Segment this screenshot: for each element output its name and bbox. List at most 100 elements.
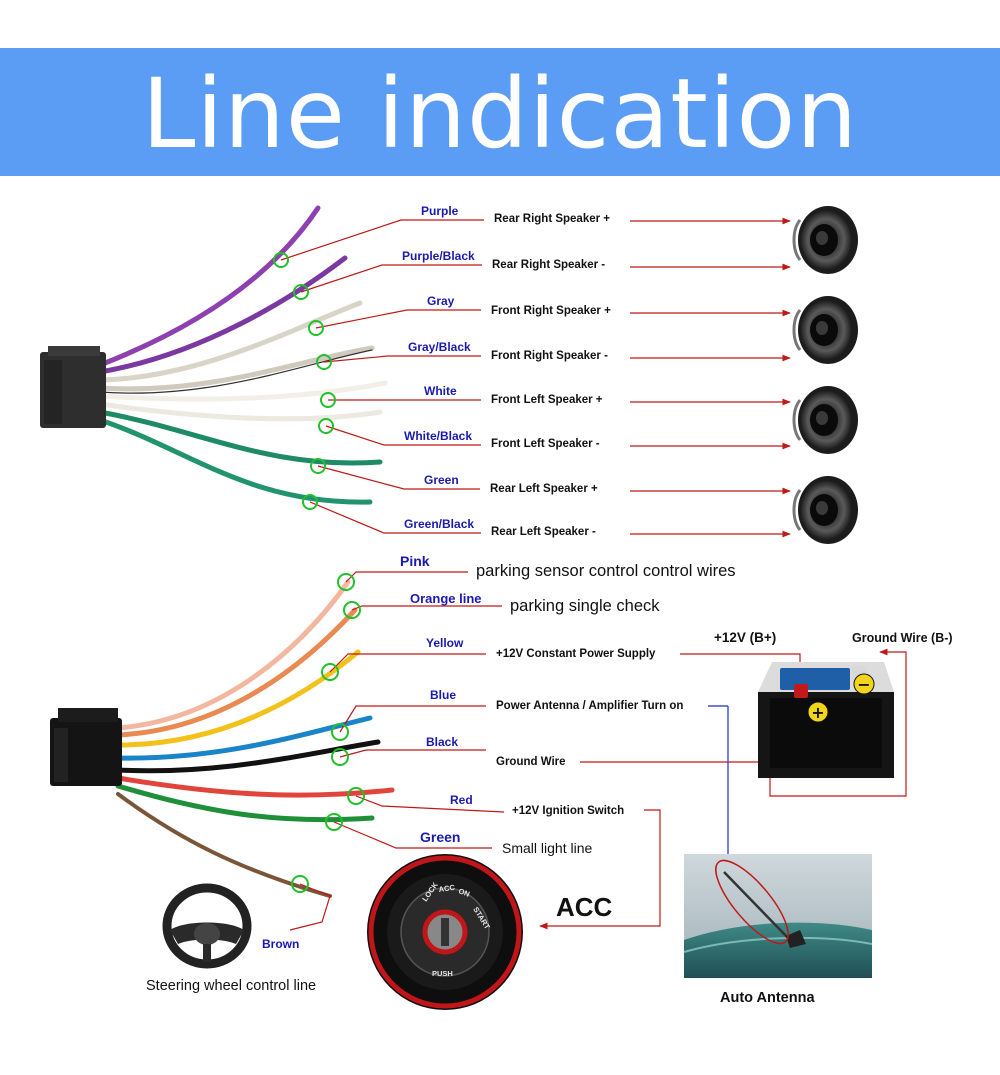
power-connector-face xyxy=(54,728,68,782)
wire-pink xyxy=(115,579,351,731)
function-label-black: Ground Wire xyxy=(496,756,566,768)
speaker-connector-top xyxy=(48,346,100,356)
wire-label-black: Black xyxy=(426,735,458,749)
leader-line xyxy=(309,501,481,534)
wire-label-blue: Blue xyxy=(430,688,456,702)
wire-white-black xyxy=(97,401,383,422)
power-leaders: Pink parking sensor control control wire… xyxy=(262,553,907,951)
wire-color-label: Green/Black xyxy=(404,517,474,531)
speaker-icon xyxy=(792,386,858,454)
wire-label-orange: Orange line xyxy=(410,591,482,606)
steering-caption: Steering wheel control line xyxy=(146,978,316,994)
speaker-function-label: Front Left Speaker - xyxy=(491,438,600,450)
svg-text:+: + xyxy=(811,703,824,722)
wire-label-pink: Pink xyxy=(400,553,430,569)
speakers xyxy=(792,206,858,544)
wire-gray-black xyxy=(97,345,375,392)
wire-color-label: Purple/Black xyxy=(402,249,475,263)
speaker-icon xyxy=(792,296,858,364)
wire-brown xyxy=(116,792,332,898)
speaker-function-label: Front Right Speaker + xyxy=(491,305,611,317)
speaker-connector-face xyxy=(44,360,62,424)
ignition-push: PUSH xyxy=(432,969,453,978)
function-label-yellow: +12V Constant Power Supply xyxy=(496,648,656,660)
speaker-function-label: Rear Left Speaker - xyxy=(491,526,596,538)
speaker-function-label: Rear Left Speaker + xyxy=(490,483,598,495)
function-label-orange: parking single check xyxy=(510,597,660,615)
leader-line xyxy=(280,219,484,261)
function-label-blue: Power Antenna / Amplifier Turn on xyxy=(496,700,683,712)
ignition-acc: ACC xyxy=(438,883,456,894)
leader-line xyxy=(315,309,481,329)
battery-positive-label: +12V (B+) xyxy=(714,630,776,645)
wire-marker xyxy=(308,320,324,336)
wire-marker xyxy=(273,252,289,268)
wire-green-light xyxy=(115,783,375,823)
wire-marker xyxy=(302,494,318,510)
wire-color-label: White/Black xyxy=(404,429,472,443)
power-connector-top xyxy=(58,708,118,722)
wire-yellow xyxy=(115,649,361,748)
ignition-switch: LOCK ACC ON START PUSH xyxy=(367,854,523,1010)
wire-red xyxy=(115,775,395,798)
battery: +12V (B+) Ground Wire (B-) + − xyxy=(714,630,953,778)
wire-color-label: Green xyxy=(424,473,459,487)
wire-label-yellow: Yellow xyxy=(426,636,464,650)
speaker-harness xyxy=(40,205,388,505)
steering-wheel xyxy=(162,883,252,969)
wire-green-black xyxy=(97,417,373,505)
wire-gray xyxy=(97,300,363,383)
auto-antenna-photo xyxy=(683,854,873,978)
wire-purple xyxy=(97,205,321,368)
svg-text:−: − xyxy=(857,675,870,694)
wire-label-brown: Brown xyxy=(262,937,299,951)
wire-color-label: Purple xyxy=(421,204,459,218)
wire-color-label: Gray/Black xyxy=(408,340,471,354)
wire-label-green: Green xyxy=(420,829,460,845)
leader-line xyxy=(323,355,481,363)
leader-line xyxy=(317,465,480,490)
function-label-pink: parking sensor control control wires xyxy=(476,562,736,580)
wire-marker xyxy=(310,458,326,474)
wire-marker xyxy=(293,284,309,300)
wire-color-label: White xyxy=(424,384,457,398)
speaker-icon xyxy=(792,206,858,274)
wire-label-red: Red xyxy=(450,793,473,807)
wire-marker xyxy=(320,392,336,408)
leader-line xyxy=(300,264,482,293)
acc-label: ACC xyxy=(556,892,613,922)
function-label-red: +12V Ignition Switch xyxy=(512,805,624,817)
speaker-function-label: Front Left Speaker + xyxy=(491,394,603,406)
speaker-function-label: Rear Right Speaker + xyxy=(494,213,610,225)
wire-orange xyxy=(115,607,358,738)
wire-purple-black xyxy=(97,255,348,375)
function-label-green: Small light line xyxy=(502,840,592,856)
title-banner: Line indication xyxy=(0,48,1000,176)
page-title: Line indication xyxy=(141,58,859,170)
wire-color-label: Gray xyxy=(427,294,455,308)
wire-black xyxy=(115,739,381,774)
auto-antenna-label: Auto Antenna xyxy=(720,990,815,1006)
power-wires xyxy=(115,579,395,898)
speaker-wires xyxy=(97,205,388,505)
wire-black-stripe xyxy=(99,349,373,394)
wire-green xyxy=(97,409,383,466)
battery-ground-label: Ground Wire (B-) xyxy=(852,631,953,645)
speaker-function-label: Rear Right Speaker - xyxy=(492,259,605,271)
wire-white xyxy=(97,380,388,402)
ignition-on: ON xyxy=(457,886,471,898)
speaker-icon xyxy=(792,476,858,544)
speaker-function-label: Front Right Speaker - xyxy=(491,350,608,362)
wire-marker xyxy=(318,418,334,434)
wire-marker xyxy=(316,354,332,370)
leader-line xyxy=(325,425,481,446)
